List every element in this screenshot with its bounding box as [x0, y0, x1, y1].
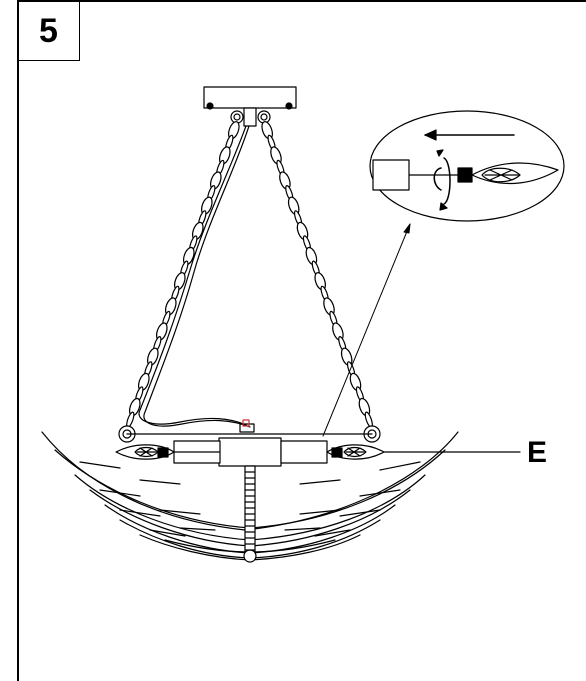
right-chain — [261, 121, 373, 428]
power-wire — [138, 125, 251, 428]
step-number: 5 — [39, 12, 58, 50]
right-bulb — [326, 444, 385, 460]
left-bulb — [115, 444, 175, 460]
zoom-callout — [369, 110, 565, 222]
callout-leader — [322, 223, 411, 437]
label-e: E — [527, 436, 548, 469]
center-hub — [173, 437, 328, 467]
ceiling-canopy — [203, 86, 297, 127]
step-box — [17, 0, 80, 61]
center-rod — [243, 465, 257, 563]
frame-top-border — [17, 0, 586, 2]
frame-left-border — [17, 0, 19, 681]
crossbar — [126, 419, 373, 435]
left-chain — [126, 121, 240, 428]
